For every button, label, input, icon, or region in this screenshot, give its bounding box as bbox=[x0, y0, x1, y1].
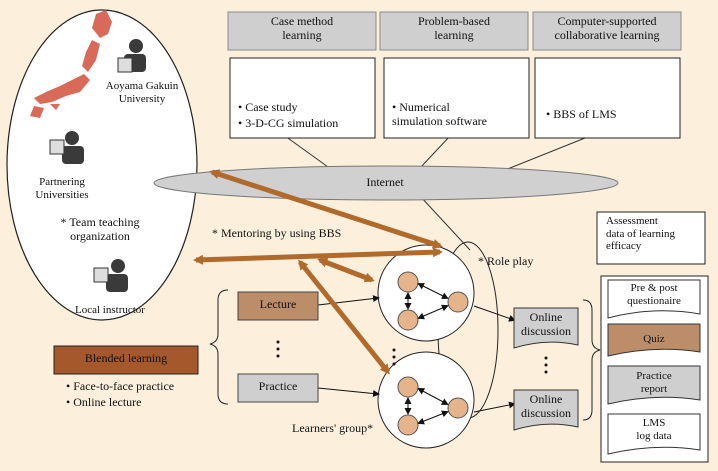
method-title-cscl: Computer-supported collaborative learnin… bbox=[554, 14, 660, 42]
japan-map-icon bbox=[30, 10, 112, 118]
role-play-label: * Role play bbox=[478, 254, 534, 268]
assessment-item-report: Practice report bbox=[636, 370, 672, 395]
practice-label: Practice bbox=[258, 379, 298, 393]
assessment-docs bbox=[607, 279, 701, 455]
online-discussion-2: Online discussion bbox=[520, 392, 571, 420]
local-instructor-label: Local instructor bbox=[75, 304, 145, 316]
right-brace bbox=[582, 299, 601, 421]
map-ellipse bbox=[6, 9, 198, 321]
blended-item-online: • Online lecture bbox=[66, 395, 142, 409]
mentoring-arrows bbox=[193, 169, 443, 375]
method-content-boxes bbox=[229, 57, 681, 139]
blended-learning-title: Blended learning bbox=[84, 351, 168, 365]
method-item-simulation: • Numerical simulation software bbox=[392, 100, 487, 128]
method-title-pbl: Problem-based learning bbox=[418, 14, 490, 42]
left-brace bbox=[209, 289, 229, 405]
method-item-case-study: • Case study bbox=[238, 100, 298, 114]
assessment-title-box bbox=[596, 211, 706, 265]
aoyama-label: Aoyama Gakuin University bbox=[105, 80, 179, 105]
assessment-item-questionnaire: Pre & post questionaire bbox=[627, 282, 681, 307]
blended-learning-box bbox=[53, 345, 199, 375]
discussion-doc-1 bbox=[513, 307, 579, 349]
assessment-title: Assessment data of learning efficacy bbox=[606, 215, 676, 253]
mentoring-label: * Mentoring by using BBS bbox=[212, 226, 342, 240]
partners-label: Partnering Universities bbox=[35, 176, 89, 201]
ellipsis-dots bbox=[276, 340, 548, 374]
online-discussion-1: Online discussion bbox=[520, 310, 571, 338]
lecture-label: Lecture bbox=[259, 297, 297, 311]
discussion-doc-2 bbox=[513, 389, 579, 431]
learners-group-label: Learners' group* bbox=[292, 421, 374, 435]
learner-faces bbox=[397, 271, 469, 436]
method-title-case: Case method learning bbox=[270, 14, 334, 42]
assessment-item-quiz: Quiz bbox=[643, 333, 665, 345]
face-arrows bbox=[404, 283, 449, 425]
practice-box bbox=[237, 373, 319, 403]
team-teaching-label: * Team teaching organization bbox=[60, 215, 140, 243]
assessment-item-log: LMS log data bbox=[636, 417, 672, 442]
internet-label: Internet bbox=[366, 175, 404, 189]
method-item-bbs: • BBS of LMS bbox=[546, 107, 617, 121]
method-title-boxes bbox=[227, 11, 682, 51]
method-item-3dcg: • 3-D-CG simulation bbox=[238, 116, 339, 130]
blended-item-f2f: • Face-to-face practice bbox=[66, 379, 175, 393]
person-icons bbox=[49, 39, 146, 292]
